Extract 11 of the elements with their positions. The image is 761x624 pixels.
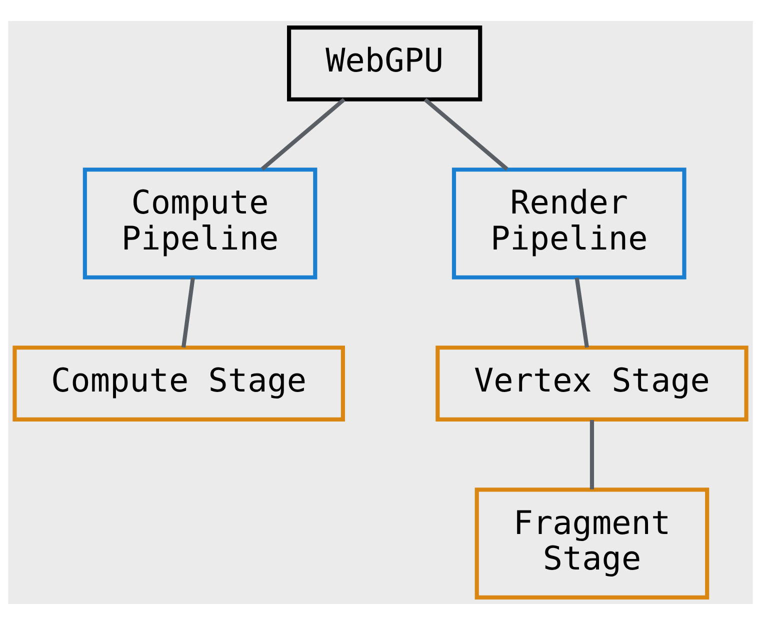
connector xyxy=(181,276,195,348)
node-box: Fragment Stage xyxy=(474,487,710,600)
node-box: Compute Pipeline xyxy=(82,167,318,279)
node-box: Render Pipeline xyxy=(452,167,686,279)
connector xyxy=(260,97,346,170)
connector xyxy=(590,419,594,489)
connector xyxy=(424,97,508,170)
node-box: Compute Stage xyxy=(12,345,345,421)
connector xyxy=(574,276,589,348)
node-box: Vertex Stage xyxy=(436,345,748,421)
node-box: WebGPU xyxy=(287,24,482,101)
